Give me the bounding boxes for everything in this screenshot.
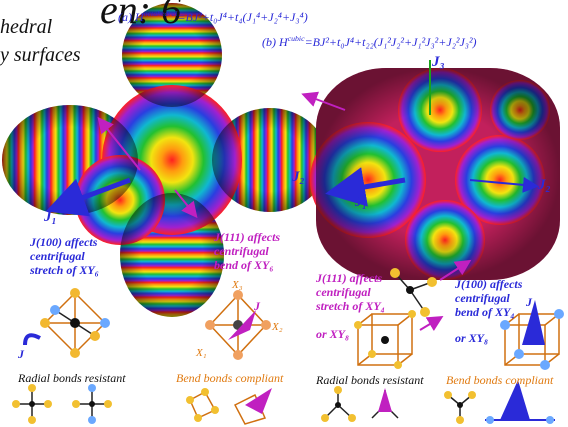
axis-arrows [45, 60, 539, 281]
xy6-molecule [23, 288, 110, 358]
octahedral-surface [2, 3, 328, 317]
j111-cubic-arrow [301, 91, 346, 111]
cubic-surface [310, 68, 560, 280]
molecule-label-x2: X₂ [272, 321, 283, 333]
formula-octahedral: (a) Hoctahedral=BJ²+t₀J⁴+t₄(J₁⁴+J₂⁴+J₃⁴) [118, 9, 308, 24]
bottom-molecules [12, 380, 555, 425]
axis-label-j3: J₃ [432, 54, 445, 70]
axis-label-j2-right: J₂ [292, 169, 305, 185]
footer-bend-right: Bend bonds compliant [446, 373, 554, 387]
j1-axis-arrow [45, 177, 131, 217]
molecule-label-x3: X₃ [232, 279, 243, 291]
axis-label-j1-right: J₁ [355, 195, 367, 210]
molecule-label-j-right-a: J [432, 317, 438, 331]
annotation-or-xy8-b: or XY₈ [455, 331, 489, 345]
molecule-label-j-right-b: J [526, 295, 532, 309]
molecule-label-j-left: J [18, 347, 24, 361]
xy8-cube-right [500, 300, 564, 370]
j111-axis-arrow-b [174, 189, 198, 219]
xy4-molecule [390, 268, 437, 317]
title-fragment: en: 6 [100, 0, 182, 32]
j-xy8-arrow [419, 315, 444, 332]
molecule-label-x1: X₁ [196, 347, 207, 359]
molecule-label-j-mid: J [254, 299, 260, 313]
annotation-or-xy8-a: or XY₈ [316, 327, 350, 341]
subtitle-line1: hedral [0, 16, 53, 38]
axis-label-j1-left: J₁ [44, 209, 57, 225]
footer-radial-left: Radial bonds resistant [18, 371, 126, 385]
xy8-cube-left [354, 310, 416, 369]
j111-axis-arrow [97, 116, 141, 171]
subtitle-line2: y surfaces [0, 44, 81, 66]
j1-cubic-arrow [325, 167, 406, 207]
footer-radial-right: Radial bonds resistant [316, 373, 424, 387]
j2-cubic-arrow [469, 176, 539, 193]
footer-bend-left: Bend bonds compliant [176, 371, 284, 385]
j111-cubic-arrow-b [439, 259, 472, 281]
xy6-bend-molecule [205, 290, 271, 360]
formula-cubic: (b) Hcubic=BJ²+t₀J⁴+t₂₂(J₁²J₂²+J₁²J₃²+J₂… [262, 34, 477, 49]
axis-label-j2-far: J₂ [538, 177, 551, 193]
